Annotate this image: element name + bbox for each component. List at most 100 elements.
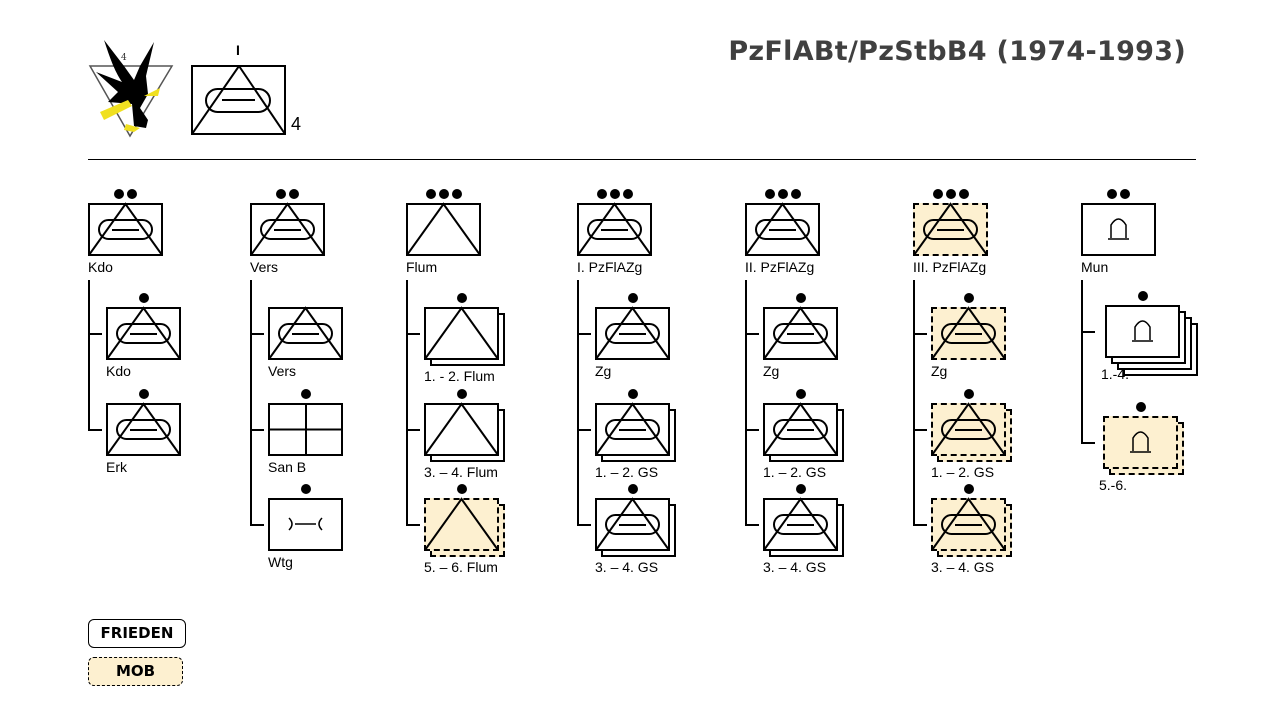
legend-mob: MOB [88, 657, 183, 686]
hq-unit-1[interactable] [250, 202, 325, 256]
sub-unit-0-1[interactable] [106, 402, 181, 456]
tree-connector-branch [250, 333, 264, 335]
echelon-dot [795, 389, 806, 399]
battalion-symbol [191, 65, 286, 135]
sub-unit-2-0-label: 1. - 2. Flum [424, 368, 495, 384]
sub-unit-4-2[interactable] [763, 497, 838, 551]
hq-unit-4-label: II. PzFlAZg [745, 259, 815, 275]
sub-unit-1-0-label: Vers [268, 363, 297, 379]
tree-connector-branch [250, 524, 264, 526]
sub-unit-5-1[interactable] [931, 402, 1006, 456]
sub-unit-1-1[interactable] [268, 403, 343, 456]
tree-connector-branch [406, 524, 420, 526]
tree-connector-branch [406, 429, 420, 431]
sub-unit-0-0[interactable] [106, 306, 181, 360]
echelon-dot [451, 189, 462, 199]
echelon-dot [596, 189, 607, 199]
sub-unit-1-2-echelon-dots [300, 484, 311, 494]
sub-unit-2-0[interactable] [424, 306, 499, 360]
unit-number: 4 [291, 114, 302, 134]
echelon-dot [622, 189, 633, 199]
tree-connector-branch [913, 429, 927, 431]
echelon-dot [438, 189, 449, 199]
hq-unit-0-echelon-dots [114, 189, 137, 199]
tree-connector-branch [913, 524, 927, 526]
sub-unit-5-0-label: Zg [931, 363, 948, 379]
hq-unit-5[interactable] [913, 202, 988, 256]
hq-unit-6-echelon-dots [1107, 189, 1130, 199]
echelon-dot [627, 293, 638, 303]
hq-unit-0[interactable] [88, 202, 163, 256]
hq-unit-2-label: Flum [406, 259, 438, 275]
echelon-dot [1137, 291, 1148, 301]
sub-unit-0-0-echelon-dots [138, 293, 149, 303]
sub-unit-4-0-label: Zg [763, 363, 780, 379]
unit-echelon-mark: I [236, 42, 240, 58]
echelon-dot [138, 293, 149, 303]
echelon-dot [627, 389, 638, 399]
hq-unit-3-echelon-dots [596, 189, 633, 199]
sub-unit-4-0-echelon-dots [795, 293, 806, 303]
hq-unit-5-label: III. PzFlAZg [913, 259, 987, 275]
tree-connector-branch [745, 524, 759, 526]
echelon-dot [425, 189, 436, 199]
tree-connector-vertical [406, 280, 408, 526]
tree-connector-branch [1081, 442, 1095, 444]
echelon-dot [456, 484, 467, 494]
sub-unit-4-2-echelon-dots [795, 484, 806, 494]
sub-unit-6-0[interactable] [1105, 305, 1180, 358]
sub-unit-1-1-echelon-dots [300, 389, 311, 399]
tree-connector-branch [1081, 331, 1095, 333]
sub-unit-6-0-label: 1.-4. [1101, 366, 1130, 382]
sub-unit-5-2[interactable] [931, 497, 1006, 551]
sub-unit-5-0-echelon-dots [963, 293, 974, 303]
logo-eagle: 4 [88, 36, 176, 140]
sub-unit-5-1-echelon-dots [963, 389, 974, 399]
hq-unit-4-echelon-dots [764, 189, 801, 199]
sub-unit-3-2-echelon-dots [627, 484, 638, 494]
sub-unit-5-2-label: 3. – 4. GS [931, 559, 995, 575]
sub-unit-3-1[interactable] [595, 402, 670, 456]
sub-unit-1-2[interactable] [268, 498, 343, 551]
sub-unit-3-0-echelon-dots [627, 293, 638, 303]
hq-unit-4[interactable] [745, 202, 820, 256]
sub-unit-3-1-label: 1. – 2. GS [595, 464, 659, 480]
sub-unit-4-1-label: 1. – 2. GS [763, 464, 827, 480]
sub-unit-6-1[interactable] [1103, 416, 1178, 469]
echelon-dot [456, 293, 467, 303]
sub-unit-2-2[interactable] [424, 497, 499, 551]
sub-unit-3-0[interactable] [595, 306, 670, 360]
tree-connector-vertical [88, 280, 90, 431]
sub-unit-0-0-label: Kdo [106, 363, 131, 379]
echelon-dot [300, 484, 311, 494]
echelon-dot [764, 189, 775, 199]
sub-unit-2-1[interactable] [424, 402, 499, 456]
hq-unit-6-label: Mun [1081, 259, 1109, 275]
hq-unit-3[interactable] [577, 202, 652, 256]
header-divider [88, 159, 1196, 160]
sub-unit-0-1-label: Erk [106, 459, 127, 475]
sub-unit-1-1-label: San B [268, 459, 307, 475]
sub-unit-4-1-echelon-dots [795, 389, 806, 399]
echelon-dot [795, 484, 806, 494]
sub-unit-2-0-echelon-dots [456, 293, 467, 303]
sub-unit-5-0[interactable] [931, 306, 1006, 360]
sub-unit-3-2[interactable] [595, 497, 670, 551]
hq-unit-6[interactable] [1081, 203, 1156, 256]
sub-unit-4-0[interactable] [763, 306, 838, 360]
echelon-dot [790, 189, 801, 199]
sub-unit-4-1[interactable] [763, 402, 838, 456]
sub-unit-1-0[interactable] [268, 306, 343, 360]
echelon-dot [456, 389, 467, 399]
echelon-dot [1135, 402, 1146, 412]
echelon-dot [963, 484, 974, 494]
echelon-dot [777, 189, 788, 199]
sub-unit-6-1-echelon-dots [1135, 402, 1146, 412]
echelon-dot [627, 484, 638, 494]
echelon-dot [932, 189, 943, 199]
tree-connector-branch [88, 333, 102, 335]
sub-unit-3-2-label: 3. – 4. GS [595, 559, 659, 575]
hq-unit-3-label: I. PzFlAZg [577, 259, 643, 275]
hq-unit-2[interactable] [406, 202, 481, 256]
tree-connector-branch [745, 333, 759, 335]
